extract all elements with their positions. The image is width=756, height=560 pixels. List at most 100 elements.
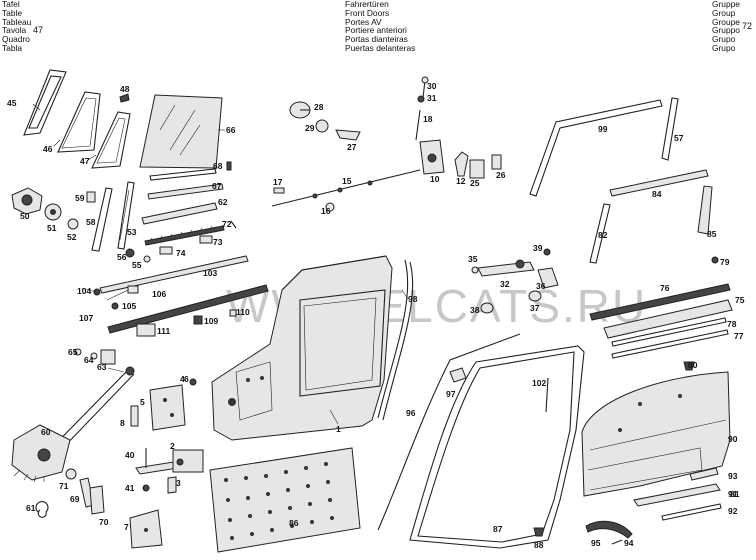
screw-94[interactable] <box>611 539 623 545</box>
vent-window-glass-46[interactable] <box>57 91 101 153</box>
hinge-lower-7[interactable] <box>129 509 163 549</box>
clip-59[interactable] <box>86 191 96 203</box>
clip-17[interactable] <box>273 187 285 194</box>
vent-window-seal-47[interactable] <box>91 111 131 169</box>
table-label-de: Tafel <box>2 0 20 9</box>
clip-16[interactable] <box>325 202 335 212</box>
inner-seal-72[interactable] <box>144 225 225 246</box>
grommet-29[interactable] <box>315 119 329 133</box>
strip-95[interactable] <box>585 520 633 539</box>
door-shell-1[interactable] <box>211 255 393 441</box>
guide-rail-58[interactable] <box>91 187 113 252</box>
seal-strip-67[interactable] <box>147 183 224 200</box>
molding-107[interactable] <box>107 284 269 334</box>
door-window-glass-66[interactable] <box>139 94 223 169</box>
washer-64[interactable] <box>90 352 98 360</box>
seal-strip-62[interactable] <box>141 202 218 225</box>
molding-103[interactable] <box>99 255 249 294</box>
clip-68b[interactable] <box>226 161 232 171</box>
nut-55[interactable] <box>143 255 151 263</box>
gasket-38[interactable] <box>480 302 494 314</box>
door-seal-98[interactable] <box>377 259 414 421</box>
belt-molding-84[interactable] <box>609 169 709 197</box>
washer-65[interactable] <box>74 348 82 356</box>
trim-strip-68[interactable] <box>149 168 217 181</box>
lock-rod-18[interactable] <box>415 109 421 141</box>
guide-85[interactable] <box>697 185 713 235</box>
clip-88[interactable] <box>533 527 545 537</box>
clip-48[interactable] <box>119 93 130 103</box>
callout-78: 78 <box>727 319 737 329</box>
clip-105[interactable] <box>111 302 119 310</box>
washer-71[interactable] <box>65 468 77 480</box>
molding-76[interactable] <box>589 283 731 321</box>
door-frame-seal-96[interactable] <box>377 333 521 531</box>
clip-104[interactable] <box>93 288 101 296</box>
callout-103: 103 <box>203 268 217 278</box>
screw-30[interactable] <box>421 76 429 99</box>
screw-72b[interactable] <box>230 220 237 229</box>
callout-93: 93 <box>728 471 738 481</box>
callout-75: 75 <box>735 295 745 305</box>
clip-110[interactable] <box>229 309 237 317</box>
hinge-5[interactable] <box>149 384 186 431</box>
callout-47: 47 <box>80 156 90 166</box>
clip-74[interactable] <box>159 246 173 255</box>
outer-handle-32[interactable] <box>477 259 535 277</box>
title-column: Fahrertüren Front Doors Portes AV Portie… <box>345 0 415 53</box>
strip-92[interactable] <box>661 503 722 521</box>
clip-93[interactable] <box>689 467 719 481</box>
guide-57[interactable] <box>661 97 679 161</box>
washer-51[interactable] <box>44 203 62 221</box>
insulation-panel-86[interactable] <box>209 447 361 553</box>
bracket-70[interactable] <box>89 485 105 515</box>
armrest-91[interactable] <box>633 483 721 507</box>
clip-106[interactable] <box>127 285 139 294</box>
window-channel-99[interactable] <box>529 99 663 197</box>
lever-27[interactable] <box>335 129 361 141</box>
bracket-3[interactable] <box>167 476 177 494</box>
callout-92: 92 <box>728 506 738 516</box>
control-rod-15[interactable] <box>271 169 421 207</box>
regulator-motor-50[interactable] <box>11 187 43 215</box>
callout-39: 39 <box>533 243 543 253</box>
lock-cylinder-28[interactable] <box>289 101 311 119</box>
callout-88: 88 <box>534 540 544 550</box>
shim-8[interactable] <box>130 405 139 427</box>
bezel-25[interactable] <box>469 159 485 179</box>
clip-97[interactable] <box>449 367 467 383</box>
clip-79[interactable] <box>711 256 719 264</box>
clip-73[interactable] <box>199 235 213 244</box>
grommet-52[interactable] <box>67 218 79 230</box>
lock-36[interactable] <box>537 267 559 289</box>
spring-61[interactable] <box>35 501 49 518</box>
screw-35[interactable] <box>471 266 479 274</box>
clip-109[interactable] <box>193 315 203 325</box>
callout-38: 38 <box>470 305 480 315</box>
plate-63[interactable] <box>100 349 116 365</box>
gasket-37[interactable] <box>528 290 542 302</box>
nut-31[interactable] <box>417 95 425 103</box>
window-regulator-60[interactable] <box>11 366 135 483</box>
bolt-41[interactable] <box>142 484 150 492</box>
inner-handle-12[interactable] <box>454 151 469 177</box>
seal-102[interactable] <box>545 377 549 413</box>
clip-26[interactable] <box>491 154 502 170</box>
vent-window-frame-45[interactable] <box>23 69 67 136</box>
door-seal-87[interactable] <box>409 345 585 549</box>
cover-111[interactable] <box>136 323 156 337</box>
bracket-56[interactable] <box>125 248 135 258</box>
channel-82[interactable] <box>589 203 611 264</box>
lock-mechanism-10[interactable] <box>419 139 445 175</box>
clip-80[interactable] <box>683 361 695 371</box>
strip-78[interactable] <box>611 317 727 347</box>
pin-6[interactable] <box>189 378 197 386</box>
door-trim-panel-90[interactable] <box>581 371 731 497</box>
door-check-2[interactable] <box>135 449 204 475</box>
spring-39[interactable] <box>543 248 551 256</box>
callout-90: 90 <box>728 434 738 444</box>
guide-channel-53[interactable] <box>117 181 135 250</box>
strip-77[interactable] <box>611 329 729 359</box>
callout-111: 111 <box>157 326 171 336</box>
molding-75[interactable] <box>603 299 733 339</box>
